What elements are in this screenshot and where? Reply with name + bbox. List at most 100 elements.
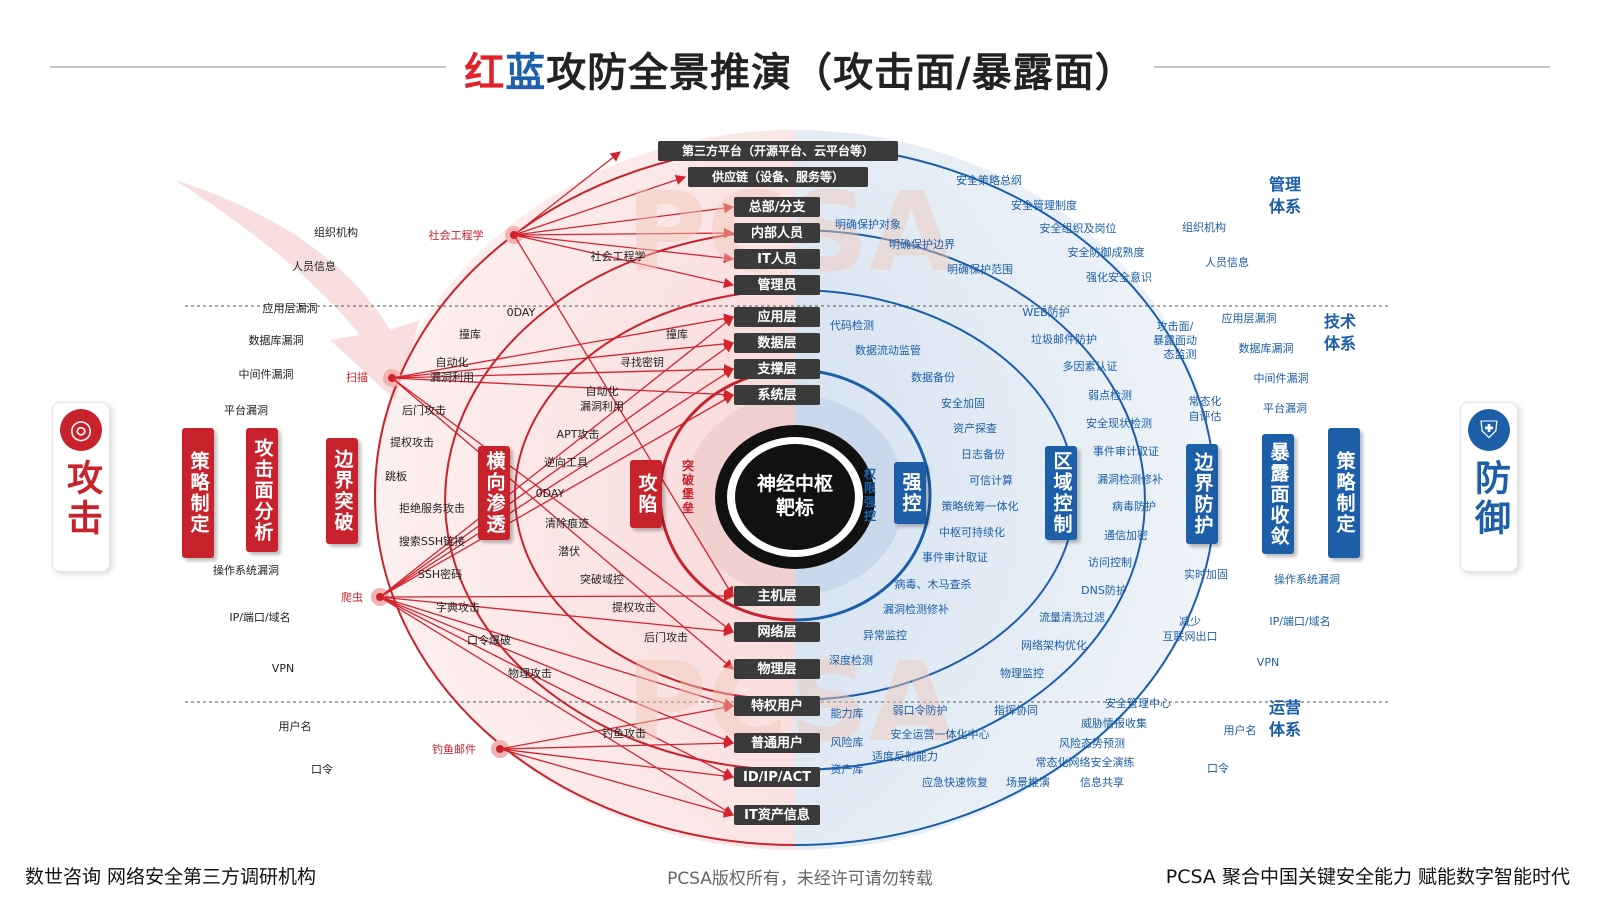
left-inner-label: 逆向工具 [544, 455, 588, 469]
left-inner-label: 社会工程学 [591, 249, 646, 263]
ring-label-defense: 限 [864, 480, 876, 495]
system-label: 体系 [1324, 334, 1356, 353]
ring-label-attack: 堡 [682, 486, 694, 501]
target-box [734, 249, 820, 269]
left-mid-label: SSH密码 [418, 567, 462, 581]
right-ops-label: 适度反制能力 [872, 749, 938, 763]
title-bar: 红蓝攻防全景推演（攻击面/暴露面） [0, 40, 1600, 96]
target-box-label: 应用层 [757, 309, 796, 325]
attack-arrow [379, 596, 735, 637]
target-box-label: 总部/分支 [749, 199, 807, 215]
attack-badge: ◎ 攻击 [52, 402, 110, 572]
target-box [734, 659, 820, 679]
left-outer-label: 中间件漏洞 [239, 368, 294, 381]
system-label: 技术 [1324, 312, 1356, 331]
attack-arrow [379, 596, 735, 709]
right-tech-inner-label: 数据流动监管 [855, 343, 921, 357]
right-tech-inner-label: 事件审计取证 [922, 550, 988, 564]
right-edge-label: 自评估 [1189, 410, 1222, 423]
target-box [734, 622, 820, 642]
right-tech-outer-label: 网络架构优化 [1021, 638, 1087, 652]
footer-right: PCSA 聚合中国关键安全能力 赋能数字智能时代 [1165, 866, 1570, 888]
right-mgmt-label: 强化安全意识 [1086, 270, 1152, 284]
attack-col-lateral: 横向渗透 [478, 446, 510, 540]
target-box [734, 333, 820, 353]
right-mgmt-label: 安全防御成熟度 [1068, 245, 1145, 259]
right-tech-inner-label: 代码检测 [830, 318, 874, 332]
left-inner-label: 突破域控 [580, 572, 624, 586]
right-tech-outer-label: 垃圾邮件防护 [1031, 332, 1097, 346]
system-label: 体系 [1269, 720, 1301, 739]
left-outer-label: 人员信息 [292, 259, 336, 273]
defense-col-zone-control: 区域控制 [1045, 446, 1077, 540]
top-target-label: 第三方平台（开源平台、云平台等） [682, 143, 874, 158]
right-outer-label: 组织机构 [1182, 220, 1226, 234]
right-tech-outer-label: DNS防护 [1081, 583, 1127, 597]
system-label: 运营 [1269, 698, 1301, 717]
right-tech-outer-label: 通信加密 [1104, 528, 1148, 542]
page-title: 红蓝攻防全景推演（攻击面/暴露面） [0, 40, 1600, 98]
target-box-label: 内部人员 [751, 225, 803, 241]
left-mid-label: 搜索SSH链接 [399, 534, 465, 548]
attack-arrow [513, 234, 735, 264]
right-edge-label: 攻击面/ [1157, 319, 1194, 333]
center-target [715, 425, 875, 569]
left-inner-label: 撞库 [666, 327, 688, 341]
attack-col-boundary-breach: 边界突破 [326, 438, 358, 544]
attack-arrow [379, 596, 735, 816]
top-target-box [688, 167, 868, 187]
left-outer-label: 口令 [311, 762, 333, 776]
right-mgmt-label: 明确保护对象 [835, 217, 901, 231]
right-tech-inner-label: 深度检测 [829, 653, 873, 667]
attack-arrow [499, 748, 735, 818]
right-tech-outer-label: 病毒防护 [1112, 499, 1156, 513]
left-inner-label: 清除痕迹 [545, 516, 589, 530]
right-edge-label: 减少 [1179, 615, 1201, 628]
right-edge-label: 暴露面动 [1153, 334, 1197, 347]
right-outer-label: 中间件漏洞 [1254, 372, 1309, 385]
attack-arrows [371, 151, 735, 818]
ring-label-attack: 破 [682, 472, 694, 487]
attack-arrow [379, 596, 735, 778]
right-outer-label: IP/端口/域名 [1269, 614, 1330, 628]
right-mgmt-label: 安全管理制度 [1011, 198, 1077, 212]
title-blue: 蓝 [505, 50, 547, 96]
right-ops-label: 安全运营一体化中心 [891, 727, 990, 741]
defense-background [795, 130, 1215, 850]
left-mid-label: 物理攻击 [508, 666, 552, 680]
target-box [734, 223, 820, 243]
left-outer-label: 数据库漏洞 [249, 333, 304, 347]
right-tech-inner-label: 策略统筹一体化 [942, 499, 1019, 513]
right-tech-inner-label: 日志备份 [961, 447, 1005, 461]
right-edge-label: 互联网出口 [1163, 629, 1218, 643]
ring-label-defense: 权 [863, 466, 877, 481]
right-outer-label: 人员信息 [1205, 255, 1249, 269]
target-box [734, 359, 820, 379]
rings [374, 144, 1216, 846]
attack-col-surface-analysis: 攻击面分析 [246, 428, 278, 552]
right-tech-inner-label: 资产探查 [953, 421, 997, 435]
attack-arrow [499, 748, 735, 782]
right-ops-label: 信息共享 [1080, 775, 1124, 789]
target-box [734, 385, 820, 405]
right-mgmt-label: 明确保护范围 [947, 262, 1013, 276]
defense-badge-label: 防御 [1469, 459, 1510, 539]
attack-arrow [513, 202, 735, 236]
title-rule-left [50, 66, 470, 68]
title-rule-right [1150, 66, 1550, 68]
target-box [734, 307, 820, 327]
right-tech-outer-label: 物理监控 [1000, 666, 1044, 680]
left-inner-label: 自动化 [436, 355, 469, 369]
shield-icon: ⛨ [1468, 409, 1510, 451]
ring-label-defense: 控 [864, 508, 876, 523]
right-tech-inner-label: 安全加固 [941, 396, 985, 410]
target-box [734, 275, 820, 295]
top-target-box [658, 141, 898, 161]
left-mid-label: 拒绝服务攻击 [399, 501, 465, 515]
system-label: 管理 [1269, 175, 1301, 194]
left-outer-label: 应用层漏洞 [263, 301, 318, 315]
target-box-label: 主机层 [757, 588, 796, 604]
right-ops-label: 场景推演 [1006, 775, 1050, 789]
right-mgmt-label: 明确保护边界 [889, 237, 955, 251]
footer-left: 数世咨询 网络安全第三方调研机构 [25, 866, 317, 888]
